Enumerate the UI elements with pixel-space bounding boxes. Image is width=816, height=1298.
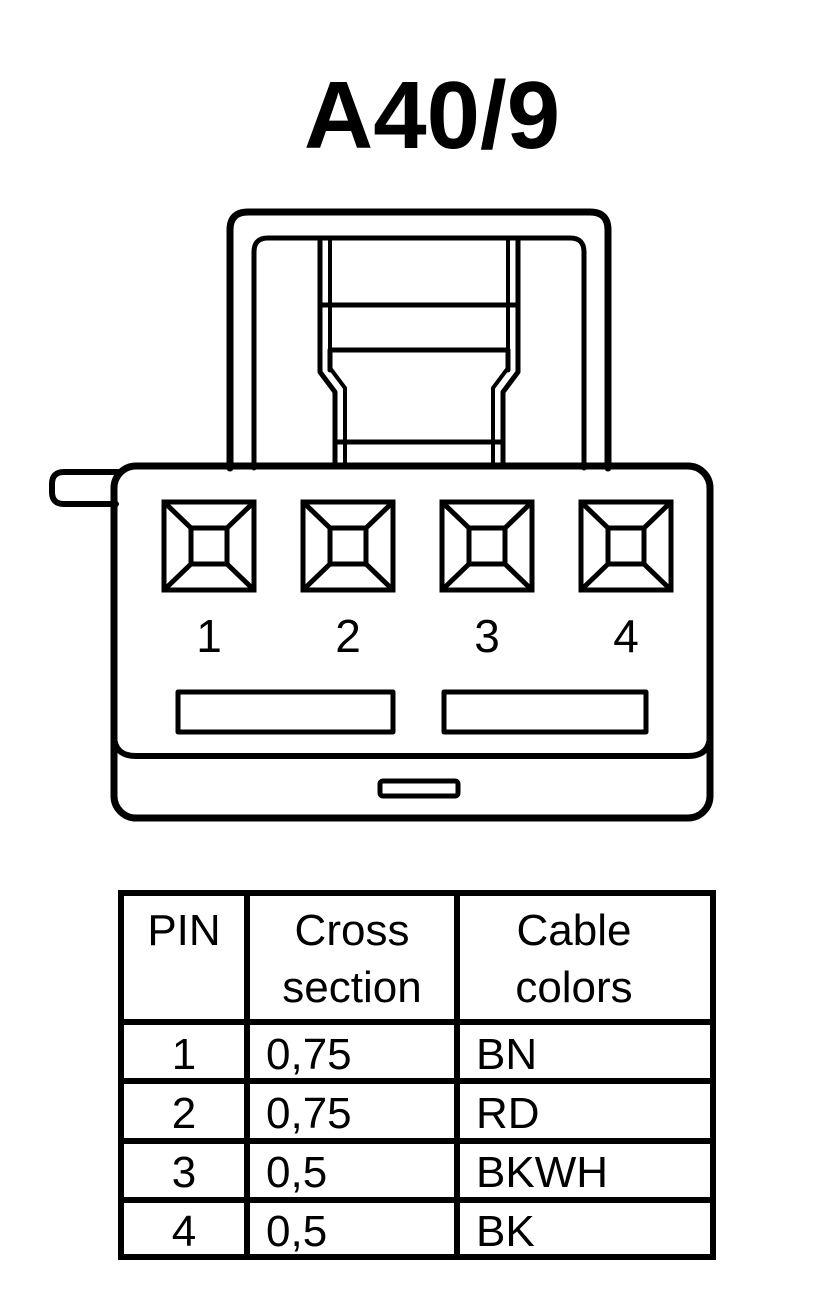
row-4-pin: 4 — [172, 1207, 196, 1256]
connector-body — [110, 462, 714, 822]
pin-terminal-1 — [161, 499, 257, 593]
table-row: 1 0,75 BN — [172, 1030, 537, 1079]
table-row: 2 0,75 RD — [172, 1089, 540, 1138]
row-1-color: BN — [476, 1030, 537, 1079]
row-2-pin: 2 — [172, 1089, 196, 1138]
pin-labels: 1 2 3 4 — [196, 610, 639, 662]
header-cross-section-line2: section — [282, 963, 421, 1012]
header-pin: PIN — [147, 906, 220, 955]
header-cable-colors-line1: Cable — [517, 906, 632, 955]
pin-terminal-4 — [578, 499, 674, 593]
connector-housing — [49, 208, 714, 822]
row-3-cross-section: 0,5 — [266, 1148, 327, 1197]
header-cable-colors-line2: colors — [515, 963, 632, 1012]
header-cross-section-line1: Cross — [295, 906, 410, 955]
pin-terminal-2 — [300, 499, 396, 593]
table-header: PIN Cross section Cable colors — [147, 906, 632, 1012]
pin-terminals — [161, 499, 674, 593]
row-3-color: BKWH — [476, 1148, 608, 1197]
table-row: 3 0,5 BKWH — [172, 1148, 608, 1197]
row-3-pin: 3 — [172, 1148, 196, 1197]
pin-terminal-3 — [439, 499, 535, 593]
pin-label-4: 4 — [613, 610, 639, 662]
row-1-cross-section: 0,75 — [266, 1030, 352, 1079]
table-row: 4 0,5 BK — [172, 1207, 535, 1256]
row-1-pin: 1 — [172, 1030, 196, 1079]
side-tab — [49, 469, 123, 507]
row-4-color: BK — [476, 1207, 535, 1256]
pin-label-3: 3 — [474, 610, 500, 662]
pin-label-1: 1 — [196, 610, 222, 662]
keying-slot-left — [175, 689, 396, 735]
keying-slot-right — [441, 689, 649, 735]
row-2-cross-section: 0,75 — [266, 1089, 352, 1138]
row-2-color: RD — [476, 1089, 540, 1138]
bottom-notch — [377, 778, 461, 799]
diagram-title: A40/9 — [304, 62, 560, 169]
pin-label-2: 2 — [335, 610, 361, 662]
row-4-cross-section: 0,5 — [266, 1207, 327, 1256]
connector-latch — [226, 208, 612, 472]
pin-table: PIN Cross section Cable colors 1 0,75 BN… — [118, 890, 716, 1260]
